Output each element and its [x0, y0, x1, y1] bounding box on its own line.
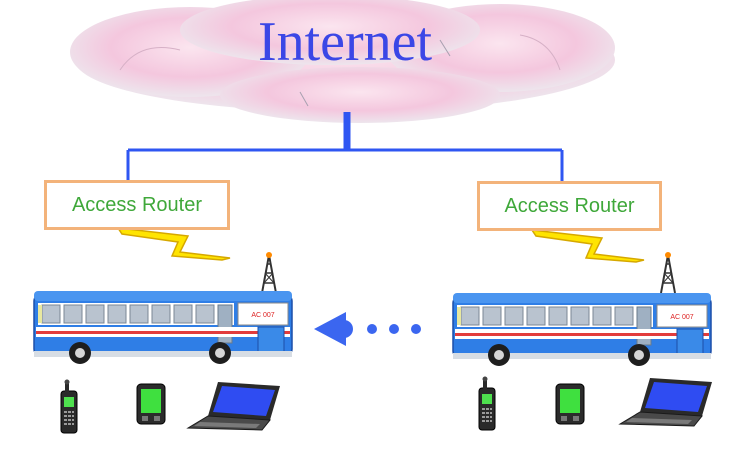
- bus-right: AC 007: [452, 292, 712, 367]
- mobile-phone-icon: [478, 376, 496, 431]
- bus-sign: AC 007: [670, 314, 693, 321]
- laptop-icon: [187, 381, 281, 431]
- movement-arrow-icon: [314, 312, 421, 346]
- pda-icon: [555, 383, 585, 425]
- internet-label: Internet: [257, 11, 433, 73]
- bus-left: AC 007: [33, 290, 293, 365]
- wireless-lightning-icon: [117, 227, 645, 263]
- internet-cloud-icon: [70, 0, 615, 123]
- bus-sign: AC 007: [251, 312, 274, 319]
- access-router-left: Access Router: [44, 180, 230, 230]
- laptop-icon: [619, 377, 713, 427]
- pda-icon: [136, 383, 166, 425]
- network-links: [126, 112, 564, 183]
- mobile-phone-icon: [60, 379, 78, 434]
- access-router-right: Access Router: [477, 181, 662, 231]
